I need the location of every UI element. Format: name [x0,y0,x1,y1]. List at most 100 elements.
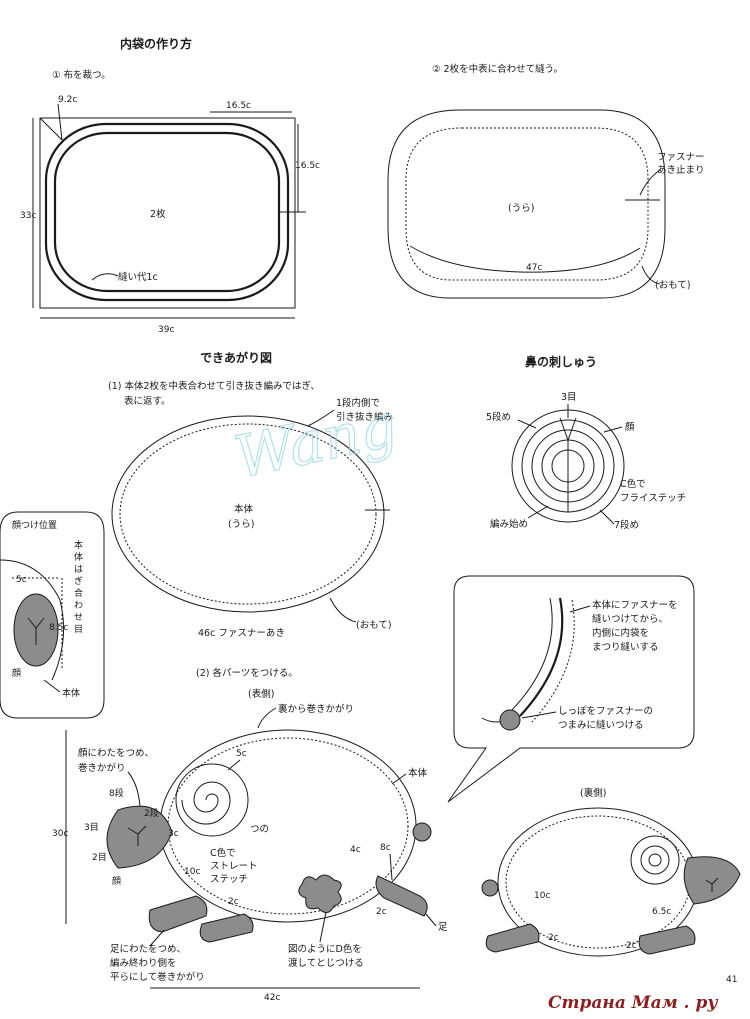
nose-7dan: 7段め [614,519,639,531]
leg-label: 足 [438,922,448,933]
step1-label: ① 布を裁つ。 [52,69,111,81]
body-inner-stitch [119,423,377,605]
front-8c: 8c [380,843,391,853]
back-6-5c: 6.5c [652,907,671,917]
back-2c-a: 2c [548,933,559,943]
horn [175,763,249,837]
zipper-note-1: 本体にファスナーを [592,599,678,611]
tail-pom [499,709,521,731]
zip-opening: 46c ファスナーあき [198,628,285,639]
front-2c-b: 2c [376,907,387,917]
tail-note-1: しっぽをファスナーの [558,706,653,717]
dim-9-2: 9.2c [58,95,77,105]
zipper-note-4: まつり縫いする [592,641,659,653]
nose-5dan: 5段め [486,411,511,423]
face-pos-title: 顔つけ位置 [12,519,57,531]
zipper-callout-box [447,575,695,803]
svg-text:本: 本 [74,539,83,551]
stitch-2: ストレート [210,861,258,872]
dim-42: 42c [264,993,280,1003]
leg-front-right [199,913,254,943]
section-title-inner-bag: 内袋の作り方 [120,36,192,51]
svg-text:わ: わ [74,600,83,611]
bag-outline-outer [44,122,290,302]
finished-step1-line2: 表に返す。 [124,395,171,407]
nose-title: 鼻の刺しゅう [525,354,597,369]
finished-step2: (2) 各パーツをつける。 [196,667,298,679]
section-cutting: 内袋の作り方 ① 布を裁つ。 9.2c 16.5c 16.5c 33c 39c … [20,36,320,335]
section-sewing: ② 2枚を中表に合わせて縫う。 (うら) 47c ファスナー あき止まり (おも… [387,63,705,299]
dim-30: 30c [52,829,68,839]
sewing-length: 47c [526,263,542,273]
finished-omote: (おもて) [356,620,392,631]
zipper-track [519,597,564,717]
fly-stitch [559,417,577,512]
section-face-position: 顔つけ位置 5c 8.5c 顔 本体 本 体 は ぎ 合 わ せ 目 [0,511,105,719]
section-finished: できあがり図 (1) 本体2枚を中表合わせて引き抜き編みではぎ、 表に返す。 1… [108,350,404,679]
front-4c: 4c [350,845,361,855]
svg-text:ぎ: ぎ [74,575,83,587]
section-zipper: 本体にファスナーを 縫いつけてから、 内側に内袋を まつり縫いする しっぽをファ… [447,575,695,803]
back-10c: 10c [534,891,550,901]
zipper-stop-1: ファスナー [657,152,705,163]
body-label: 本体 [234,503,254,515]
stitch-3: ステッチ [210,874,248,885]
section-nose: 鼻の刺しゅう 3目 5段め 顔 C色で フライステッチ 編み始め 7段め [486,354,686,531]
svg-text:体: 体 [74,551,83,563]
zipper-note-2: 縫いつけてから、 [592,613,668,625]
nose-face: 顔 [625,421,635,433]
piece-count: 2枚 [150,208,166,220]
leg-note-1: 足にわたをつめ、 [110,944,186,955]
face-8-5c: 8.5c [49,623,68,633]
front-2c-a: 2c [228,897,239,907]
corner-diagonal [39,117,63,141]
back-face [683,856,741,905]
seam-allowance: 縫い代1c [118,271,158,283]
back-label: (裏側) [580,787,606,799]
inner-note-2: 引き抜き編み [336,411,393,423]
site-logo: Страна Мам . ру [548,993,718,1013]
tail [412,822,432,842]
front-roll: 裏から巻きかがり [278,703,354,715]
sewing-ura: (うら) [508,203,534,214]
svg-text:合: 合 [74,587,83,599]
nose-3me: 3目 [561,392,577,403]
body-ura: (うら) [228,519,254,530]
stitch-line [405,127,649,281]
finished-title: できあがり図 [200,350,272,365]
r3: 3目 [84,822,99,833]
step2-label: ② 2枚を中表に合わせて縫う。 [432,63,563,75]
svg-text:目: 目 [74,624,83,635]
dim-16-5-top: 16.5c [226,101,251,111]
horn-label: つの [250,824,269,835]
leg-back [375,875,428,917]
sheep-face [106,805,173,869]
nose-stitch-2: フライステッチ [620,493,686,504]
page-number: 41 [726,975,737,985]
r8: 8段 [109,787,124,799]
sheep-body [159,729,417,923]
dim-33: 33c [20,211,36,221]
front-body: 本体 [408,767,428,779]
front-label: (表側) [248,688,274,700]
back-2c-b: 2c [626,941,637,951]
face-label: 顔 [12,667,21,679]
face-seam-vertical: 本 体 は ぎ 合 わ せ 目 [74,539,83,635]
section-back: (裏側) 10c 6.5c 2c 2c [481,787,741,957]
back-leg-2 [638,925,696,955]
inner-note-1: 1段内側で [336,397,380,409]
svg-text:せ: せ [74,612,83,623]
nose-stitch-1: C色で [620,478,646,490]
cut-rectangle [39,117,296,309]
flower-note-1: 図のようにD色を [288,943,362,955]
dim-16-5-side: 16.5c [295,161,320,171]
front-face: 顔 [112,875,121,887]
watermark: Wang [229,391,403,492]
flower [298,874,342,913]
leg-note-3: 平らにして巻きかがり [110,971,205,983]
head-note-2: 巻きかがり [78,762,126,774]
r2a: 2段 [144,807,159,819]
finished-step1-line1: (1) 本体2枚を中表合わせて引き抜き編みではぎ、 [108,380,320,392]
flower-note-2: 渡してとじつける [288,957,364,969]
leg-note-2: 編み終わり側を [110,957,177,969]
